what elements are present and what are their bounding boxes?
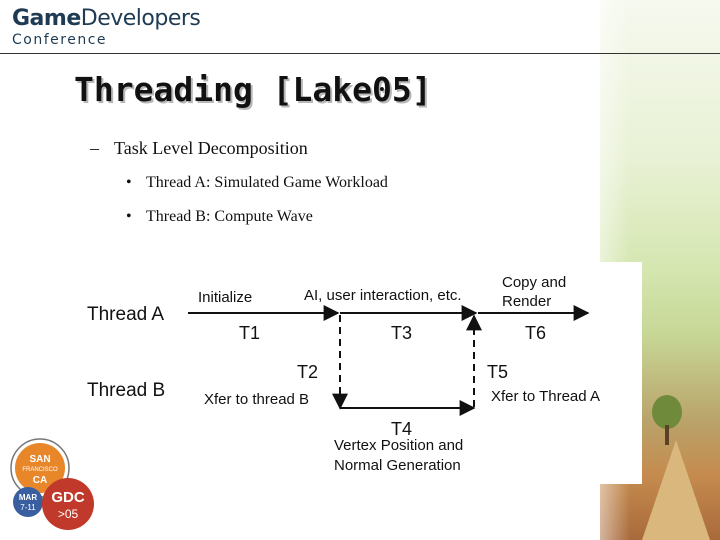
header-divider xyxy=(0,53,720,54)
t1-label: T1 xyxy=(239,323,260,343)
badge-city2: FRANCISCO xyxy=(22,467,58,473)
logo-subtitle: Conference xyxy=(12,32,108,48)
vertex-label-line1: Vertex Position and xyxy=(334,437,463,454)
bullet-list: –Task Level Decomposition • Thread A: Sim… xyxy=(90,136,388,228)
ai-label: AI, user interaction, etc. xyxy=(304,287,462,304)
badge-days: 7-11 xyxy=(20,503,36,512)
slide-title: Threading [Lake05] xyxy=(74,70,432,109)
thread-b-label: Thread B xyxy=(87,380,165,401)
logo-wordmark: GameDevelopers xyxy=(12,6,201,32)
badge-state: CA xyxy=(33,475,47,486)
t6-label: T6 xyxy=(525,323,546,343)
t3-label: T3 xyxy=(391,323,412,343)
gdc05-badge-svg: SAN FRANCISCO CA MAR 7-11 GDC >05 xyxy=(10,438,94,530)
render-label: Render xyxy=(502,293,551,310)
bullet-level2-1: • Thread A: Simulated Game Workload xyxy=(126,172,388,194)
xfer-to-a-label: Xfer to Thread A xyxy=(491,388,600,405)
gdc05-badge: SAN FRANCISCO CA MAR 7-11 GDC >05 xyxy=(10,432,100,532)
badge-gdc: GDC xyxy=(51,489,85,506)
badge-year: >05 xyxy=(58,507,79,521)
bullet-level2-text: Thread A: Simulated Game Workload xyxy=(146,174,388,191)
bullet-dash: – xyxy=(90,138,99,158)
t5-label: T5 xyxy=(487,362,508,382)
thread-a-label: Thread A xyxy=(87,304,164,325)
badge-month: MAR xyxy=(19,493,37,502)
vertex-label-line2: Normal Generation xyxy=(334,457,461,474)
t2-label: T2 xyxy=(297,362,318,382)
copy-and-label: Copy and xyxy=(502,274,566,291)
bullet-dot-icon: • xyxy=(126,174,132,191)
xfer-to-b-label: Xfer to thread B xyxy=(204,391,309,408)
logo-regular: Developers xyxy=(80,6,201,31)
road-decoration xyxy=(642,440,710,540)
tree-icon xyxy=(652,395,682,429)
bullet-level2-2: • Thread B: Compute Wave xyxy=(126,206,388,228)
gdc-logo: GameDevelopers Conference xyxy=(12,6,201,48)
bullet-dot-icon: • xyxy=(126,208,132,225)
badge-city1: SAN xyxy=(29,454,50,465)
badge-red-circle xyxy=(42,478,94,530)
threading-diagram: Thread A Thread B Initialize AI, user in… xyxy=(70,262,642,484)
bullet-level1-text: Task Level Decomposition xyxy=(114,138,308,158)
initialize-label: Initialize xyxy=(198,289,252,306)
bullet-level2-text: Thread B: Compute Wave xyxy=(146,208,313,225)
t4-label: T4 xyxy=(391,419,412,439)
bullet-level1: –Task Level Decomposition xyxy=(90,136,388,160)
badge-orange-circle xyxy=(15,443,65,493)
badge-blue-circle xyxy=(13,487,43,517)
tree-trunk xyxy=(665,425,669,445)
threading-diagram-svg: Thread A Thread B Initialize AI, user in… xyxy=(87,274,600,474)
logo-bold: Game xyxy=(12,6,81,31)
